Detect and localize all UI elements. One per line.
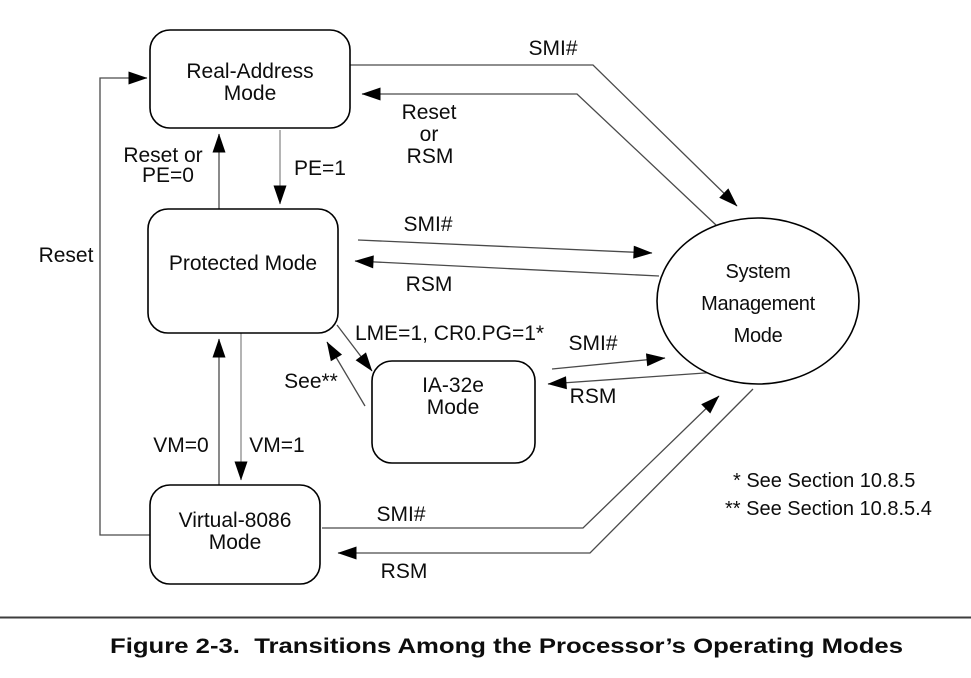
edge-smi-v86-to-smm — [322, 395, 720, 529]
label-pe1: PE=1 — [294, 157, 346, 180]
label-rsm-smm-to-v86: RSM — [381, 560, 428, 583]
label-see: See** — [284, 370, 338, 393]
real-address-mode-label-line1: Real-Address — [186, 60, 313, 83]
label-vm1: VM=1 — [249, 434, 304, 457]
edge-rsm-smm-to-protected — [354, 255, 660, 277]
virtual-8086-mode-label-line2: Mode — [209, 531, 262, 554]
label-vm0: VM=0 — [153, 434, 208, 457]
system-management-mode-label-line2: Management — [701, 293, 815, 315]
virtual-8086-mode-label-line1: Virtual-8086 — [179, 509, 292, 532]
edge-see-ia32e-to-protected — [326, 341, 366, 407]
label-reset-or-pe0-line2: PE=0 — [142, 164, 194, 187]
edge-rsm-smm-to-v86 — [337, 388, 754, 560]
edge-reset-loop-v86-to-real-address — [99, 71, 150, 536]
label-smi-real-address-to-smm: SMI# — [528, 37, 577, 60]
system-management-mode-label-line3: Mode — [734, 325, 783, 347]
label-smi-v86-to-smm: SMI# — [376, 503, 425, 526]
edge-reset-or-rsm-smm-to-real-address — [361, 87, 717, 226]
label-lme-cr0pg: LME=1, CR0.PG=1* — [355, 322, 544, 345]
node-real-address-mode — [149, 29, 351, 129]
edge-lme-protected-to-ia32e — [336, 324, 373, 372]
label-reset-or-rsm-line2: or — [420, 123, 439, 146]
label-reset: Reset — [39, 244, 94, 267]
node-virtual-8086-mode — [149, 484, 321, 585]
edge-smi-protected-to-smm — [357, 239, 653, 259]
node-system-management-mode — [656, 217, 860, 385]
label-reset-or-rsm-line3: RSM — [407, 145, 454, 168]
footnote-see-section-10-8-5-4: ** See Section 10.8.5.4 — [725, 498, 932, 520]
label-reset-or-rsm-line1: Reset — [402, 101, 457, 124]
edge-smi-real-address-to-smm — [350, 64, 738, 207]
system-management-mode-label-line1: System — [726, 261, 791, 283]
ia32e-mode-label-line2: Mode — [427, 396, 480, 419]
edge-rsm-smm-to-ia32e — [547, 371, 720, 390]
label-reset-or-pe0-line1: Reset or — [123, 144, 202, 167]
label-rsm-smm-to-ia32e: RSM — [570, 385, 617, 408]
figure-caption: Figure 2-3. Transitions Among the Proces… — [110, 634, 903, 658]
edge-smi-ia32e-to-smm — [551, 353, 666, 370]
protected-mode-label: Protected Mode — [169, 252, 317, 275]
ia32e-mode-label-line1: IA-32e — [422, 374, 484, 397]
footnote-see-section-10-8-5: * See Section 10.8.5 — [733, 470, 915, 492]
label-smi-ia32e-to-smm: SMI# — [568, 332, 617, 355]
node-protected-mode — [147, 208, 339, 334]
label-rsm-smm-to-protected: RSM — [406, 273, 453, 296]
node-ia32e-mode — [371, 360, 536, 464]
real-address-mode-label-line2: Mode — [224, 82, 277, 105]
label-smi-protected-to-smm: SMI# — [403, 213, 452, 236]
